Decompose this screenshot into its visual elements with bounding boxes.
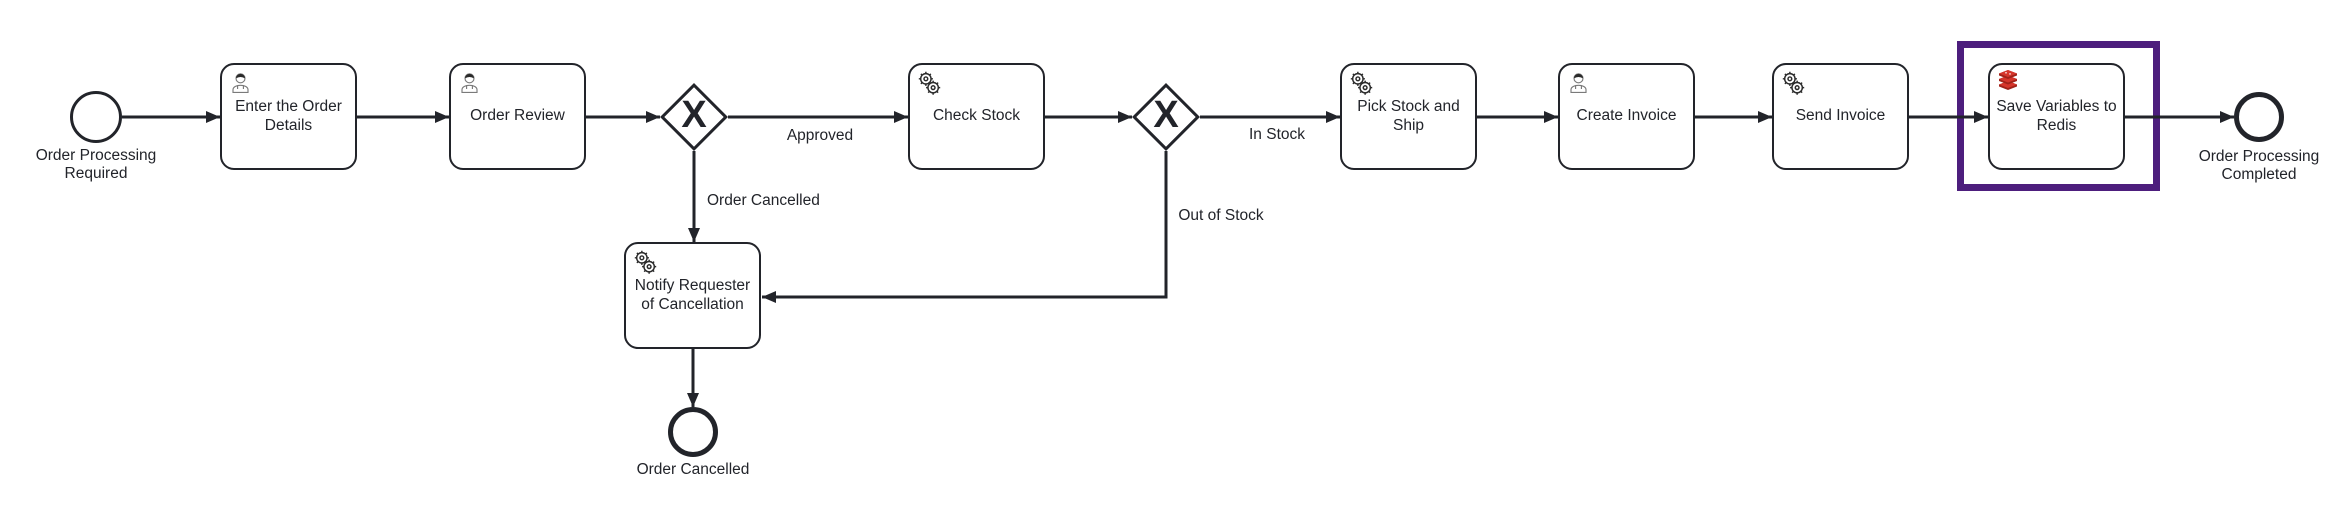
flow-out-of-stock: [762, 151, 1168, 303]
task-enter-order-details[interactable]: Enter the Order Details: [220, 63, 357, 170]
redis-icon: [1999, 70, 2017, 90]
end-event-label: Order Cancelled: [636, 461, 750, 478]
task-label: Create Invoice: [1576, 107, 1677, 125]
user-icon: [232, 73, 249, 93]
task-label: Notify Requester of Cancellation: [634, 276, 751, 313]
end-event-label: Order Processing Completed: [2198, 148, 2320, 183]
task-label: Save Variables to Redis: [1996, 97, 2117, 134]
task-save-variables-to-redis[interactable]: Save Variables to Redis: [1988, 63, 2125, 170]
gateway-order-approved[interactable]: X: [660, 83, 728, 151]
gears-icon: [1350, 71, 1373, 95]
task-label: Send Invoice: [1795, 107, 1886, 125]
end-event-order-processing-completed[interactable]: [2234, 92, 2284, 142]
task-order-review[interactable]: Order Review: [449, 63, 586, 170]
task-create-invoice[interactable]: Create Invoice: [1558, 63, 1695, 170]
flow-label-in-stock: In Stock: [1249, 126, 1305, 143]
gears-icon: [918, 71, 941, 95]
task-label: Order Review: [470, 107, 565, 125]
user-icon: [461, 73, 478, 93]
task-label: Check Stock: [932, 107, 1020, 125]
user-icon: [1570, 73, 1587, 93]
exclusive-gateway-x-icon: X: [1153, 94, 1179, 136]
task-pick-stock-and-ship[interactable]: Pick Stock and Ship: [1340, 63, 1477, 170]
start-event-order-processing-required[interactable]: [70, 91, 122, 143]
gears-icon: [634, 250, 657, 274]
task-label: Pick Stock and Ship: [1357, 97, 1460, 134]
gears-icon: [1782, 71, 1805, 95]
flow-label-approved: Approved: [786, 127, 854, 144]
end-event-order-cancelled[interactable]: [668, 407, 718, 457]
flow-label-out-of-stock: Out of Stock: [1178, 207, 1264, 224]
task-notify-requester-of-cancellation[interactable]: Notify Requester of Cancellation: [624, 242, 761, 349]
task-check-stock[interactable]: Check Stock: [908, 63, 1045, 170]
gateway-stock-availability[interactable]: X: [1132, 83, 1200, 151]
flow-label-order-cancelled: Order Cancelled: [707, 192, 820, 209]
task-send-invoice[interactable]: Send Invoice: [1772, 63, 1909, 170]
exclusive-gateway-x-icon: X: [681, 94, 707, 136]
start-event-label: Order Processing Required: [35, 147, 157, 182]
task-label: Enter the Order Details: [235, 97, 342, 134]
